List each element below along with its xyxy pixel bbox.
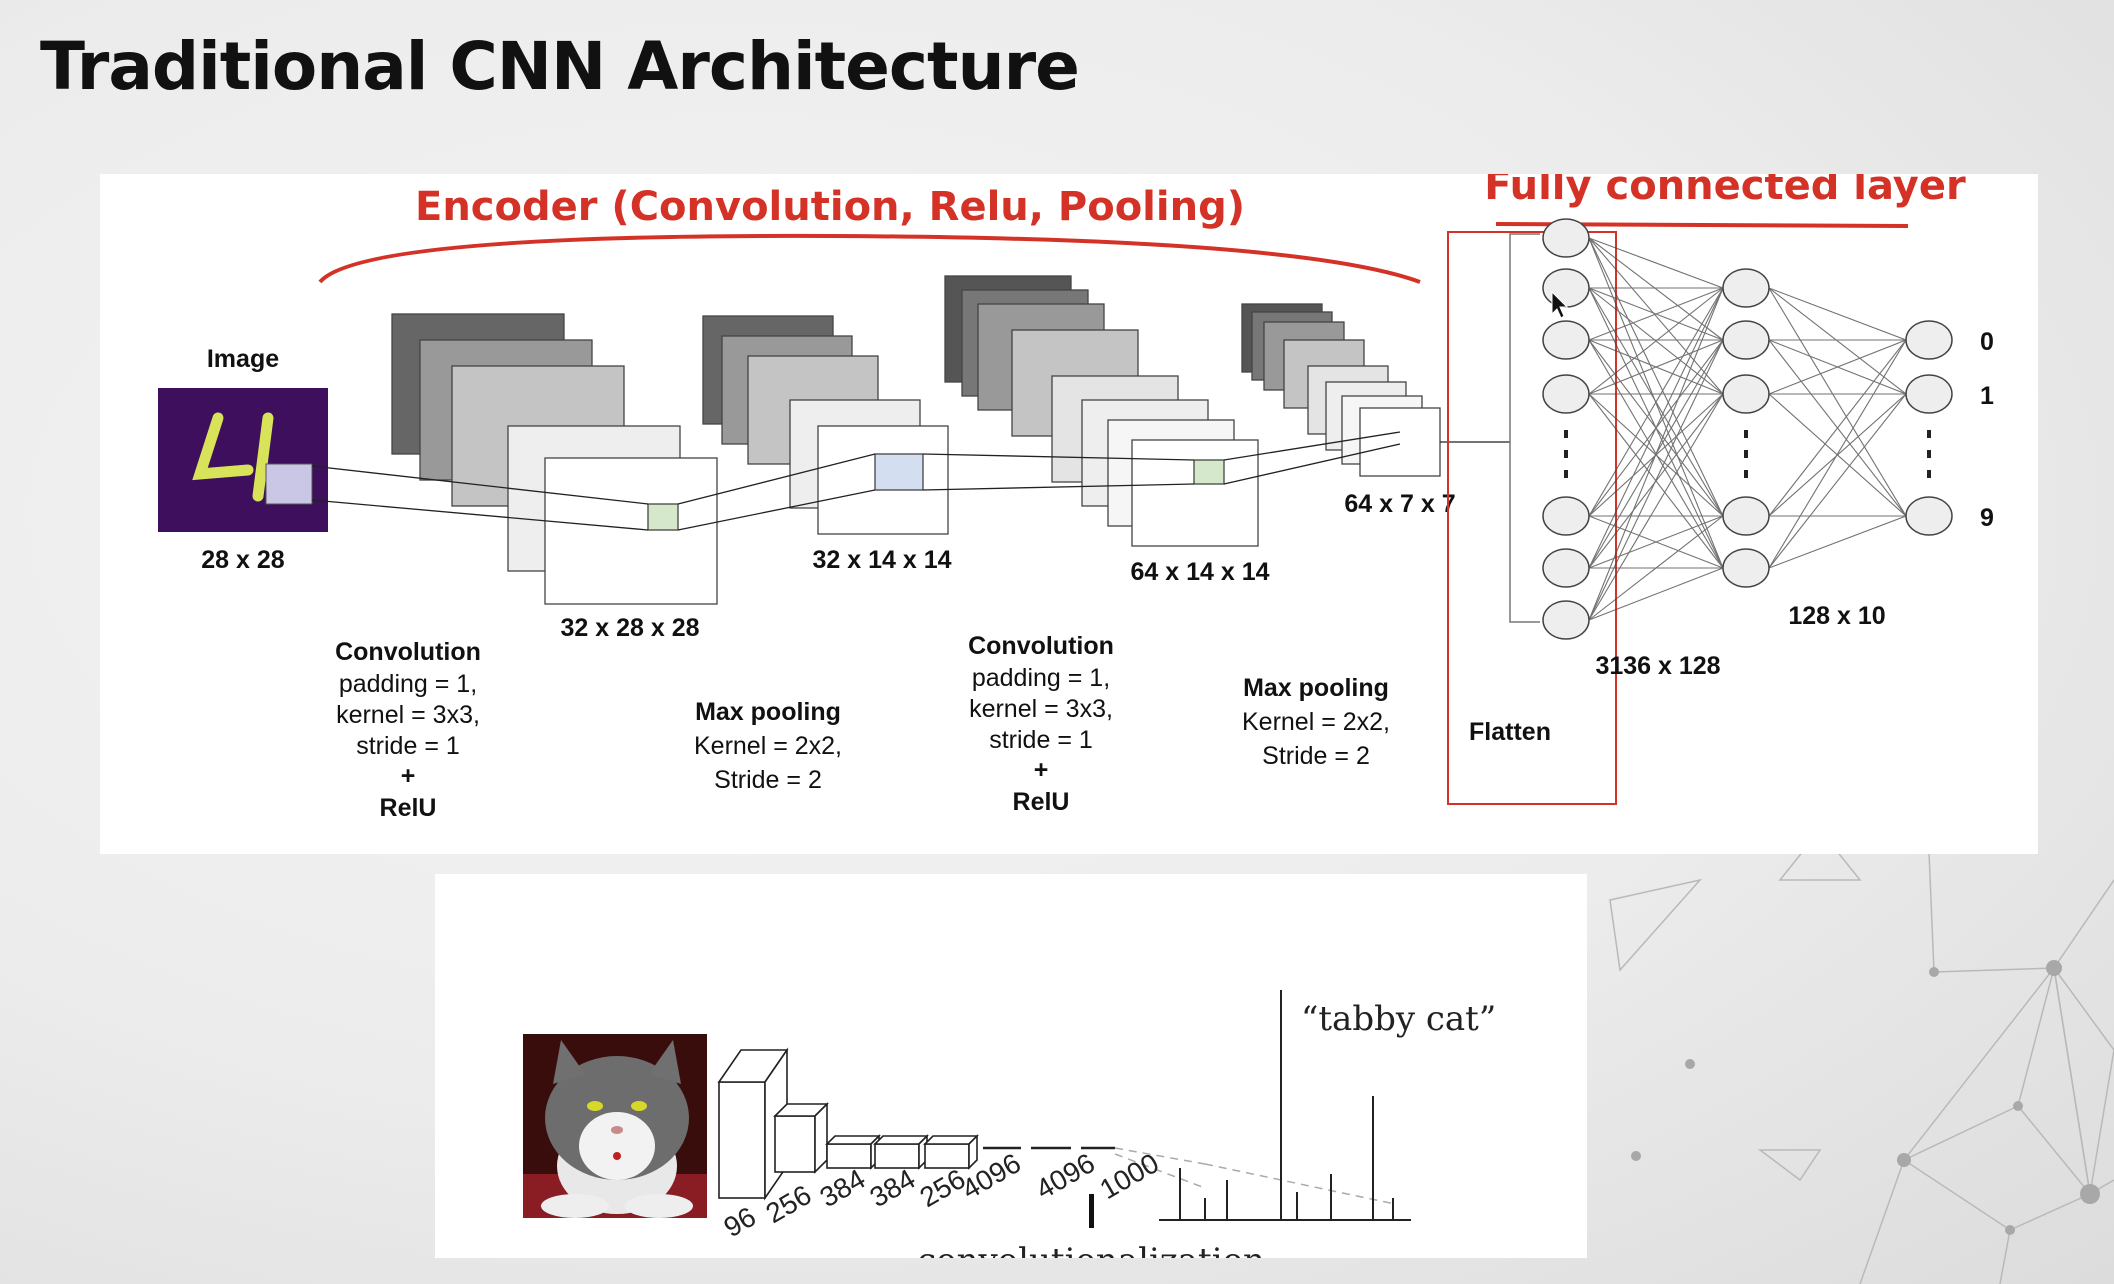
- encoder-bracket: [318, 233, 1421, 284]
- conv1-desc-line1: padding = 1,: [339, 670, 477, 698]
- output-neurons: [1905, 320, 1953, 536]
- conv1-desc-line3: stride = 1: [356, 732, 460, 760]
- pool1-description: Max pooling Kernel = 2x2, Stride = 2: [694, 698, 842, 794]
- layer-size-384b: 384: [865, 1163, 921, 1213]
- cnn-architecture-diagram: Encoder (Convolution, Relu, Pooling) Ful…: [158, 174, 1994, 822]
- fc-connections: [1588, 237, 1907, 621]
- flatten-bracket: [1509, 233, 1540, 623]
- fc2-dim-label: 128 x 10: [1788, 602, 1885, 630]
- image-label: Image: [207, 345, 279, 373]
- pool1-desc-title: Max pooling: [695, 698, 841, 726]
- fc-edge: [1588, 287, 1724, 341]
- convolutionalization-diagram: “tabby cat” 96 256 384 384 256 4096 4096…: [523, 990, 1496, 1258]
- output-label-1: 1: [1980, 382, 1994, 410]
- slide-title: Traditional CNN Architecture: [40, 28, 1080, 105]
- encoder-title: Encoder (Convolution, Relu, Pooling): [415, 184, 1245, 230]
- conv1-desc-activation: RelU: [380, 794, 437, 822]
- fc-edge: [1588, 287, 1724, 517]
- fc-edge: [1768, 515, 1907, 569]
- mouse-cursor-icon: [1551, 290, 1569, 319]
- fc-edge: [1768, 287, 1907, 517]
- output-label-9: 9: [1980, 504, 1994, 532]
- conv1-feature-maps: [391, 313, 718, 605]
- projection-lines: [311, 431, 1510, 531]
- input-dim-label: 28 x 28: [201, 546, 285, 574]
- down-arrow-shaft: [1089, 1194, 1094, 1228]
- conv1-dim-label: 32 x 28 x 28: [560, 614, 699, 642]
- dashed-projection: [1114, 1147, 1396, 1205]
- pool2-description: Max pooling Kernel = 2x2, Stride = 2: [1242, 674, 1390, 770]
- conv2-description: Convolution padding = 1, kernel = 3x3, s…: [968, 632, 1114, 816]
- fc-edge: [1768, 339, 1907, 569]
- fc-edge: [1768, 339, 1907, 395]
- flatten-neurons: [1542, 218, 1590, 640]
- fc-edge: [1588, 515, 1724, 569]
- pool1-feature-maps: [702, 315, 949, 535]
- fc-edge: [1588, 287, 1724, 395]
- fc-edge: [1588, 237, 1724, 289]
- layer-size-1000: 1000: [1095, 1147, 1164, 1205]
- conv2-dim-label: 64 x 14 x 14: [1130, 558, 1269, 586]
- pool1-desc-line2: Stride = 2: [714, 766, 822, 794]
- fc-edge: [1588, 237, 1724, 395]
- conv2-desc-plus: +: [1034, 756, 1049, 784]
- conv2-desc-line1: padding = 1,: [972, 664, 1110, 692]
- fc-edge: [1588, 287, 1724, 569]
- digit-image: [158, 388, 328, 532]
- pool1-dim-label: 32 x 14 x 14: [812, 546, 951, 574]
- layer-size-384a: 384: [815, 1163, 871, 1213]
- conv1-desc-plus: +: [401, 762, 416, 790]
- fc-edge: [1768, 393, 1907, 569]
- conv2-feature-maps: [944, 275, 1259, 547]
- hidden-neurons: [1722, 268, 1770, 588]
- output-label-0: 0: [1980, 328, 1994, 356]
- pool2-desc-line1: Kernel = 2x2,: [1242, 708, 1390, 736]
- conv2-desc-line3: stride = 1: [989, 726, 1093, 754]
- fc-edge: [1588, 393, 1724, 621]
- fc-title: Fully connected layer: [1484, 174, 1966, 209]
- fc-edge: [1588, 287, 1724, 621]
- conv2-desc-line2: kernel = 3x3,: [969, 695, 1113, 723]
- fc1-dim-label: 3136 x 128: [1595, 652, 1720, 680]
- conv1-description: Convolution padding = 1, kernel = 3x3, s…: [335, 638, 481, 822]
- network-background: [1609, 820, 2114, 1284]
- fc-edge: [1588, 339, 1724, 621]
- fc-edge: [1588, 339, 1724, 395]
- class-label: “tabby cat”: [1301, 999, 1496, 1039]
- conv2-desc-activation: RelU: [1013, 788, 1070, 816]
- conv2-desc-title: Convolution: [968, 632, 1114, 660]
- convolutionalization-caption: convolutionalization: [917, 1241, 1265, 1258]
- fc-edge: [1588, 237, 1724, 517]
- cnn-architecture-panel: Encoder (Convolution, Relu, Pooling) Ful…: [100, 174, 2038, 854]
- conv-blocks: [717, 1047, 979, 1201]
- flatten-label: Flatten: [1469, 718, 1551, 746]
- pool2-feature-maps: [1241, 303, 1441, 477]
- fc-edge: [1768, 287, 1907, 395]
- conv1-desc-line2: kernel = 3x3,: [336, 701, 480, 729]
- pool2-desc-title: Max pooling: [1243, 674, 1389, 702]
- flatten-ellipsis: [1564, 430, 1568, 478]
- fc-edge: [1588, 237, 1724, 341]
- layer-size-96: 96: [719, 1201, 761, 1243]
- output-spikes: [1159, 990, 1411, 1221]
- pool2-desc-line2: Stride = 2: [1262, 742, 1370, 770]
- convolutionalization-panel: “tabby cat” 96 256 384 384 256 4096 4096…: [435, 874, 1587, 1258]
- hidden-ellipsis: [1744, 430, 1748, 478]
- fc-edge: [1588, 515, 1724, 621]
- conv1-desc-title: Convolution: [335, 638, 481, 666]
- flatten-highlight-box: [1447, 231, 1617, 805]
- fc-edge: [1588, 567, 1724, 621]
- fc-edge: [1768, 287, 1907, 341]
- fc-edge: [1768, 339, 1907, 517]
- pool1-desc-line1: Kernel = 2x2,: [694, 732, 842, 760]
- output-ellipsis: [1927, 430, 1931, 478]
- cat-image: [523, 1034, 707, 1218]
- pool2-dim-label: 64 x 7 x 7: [1344, 490, 1455, 518]
